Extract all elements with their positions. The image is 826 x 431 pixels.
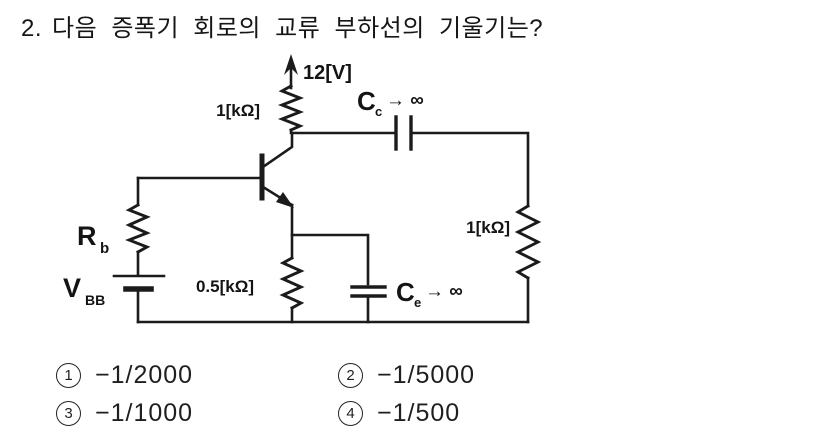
choice-4[interactable]: 4 −1/500 — [338, 399, 460, 428]
question-text: 다음 증폭기 회로의 교류 부하선의 기울기는? — [52, 15, 544, 42]
load-resistor — [514, 204, 542, 280]
coupling-cap-label: C c → ∞ — [357, 86, 424, 119]
load-resistor-label: 1[kΩ] — [466, 218, 510, 237]
question-number: 2. — [21, 15, 43, 42]
supply-arrow — [284, 54, 298, 90]
choice-2-marker: 2 — [338, 363, 363, 388]
supply-voltage-label: 12[V] — [303, 62, 352, 84]
collector-resistor-label: 1[kΩ] — [216, 101, 260, 120]
base-resistor-label: R b — [77, 221, 109, 257]
choice-1[interactable]: 1 −1/2000 — [56, 361, 193, 390]
choice-3-label: −1/1000 — [95, 399, 194, 427]
svg-text:e: e — [414, 295, 421, 310]
choice-4-marker: 4 — [338, 401, 363, 426]
base-resistor — [124, 203, 151, 254]
svg-text:→ ∞: → ∞ — [425, 281, 463, 302]
collector-resistor — [277, 84, 305, 132]
emitter-resistor — [279, 256, 305, 310]
svg-text:C: C — [357, 86, 376, 116]
svg-text:c: c — [375, 104, 382, 119]
choice-2[interactable]: 2 −1/5000 — [338, 361, 475, 390]
svg-text:b: b — [100, 240, 109, 257]
base-supply-label: V BB — [63, 273, 105, 308]
svg-text:V: V — [63, 273, 81, 303]
question-title: 2. 다음 증폭기 회로의 교류 부하선의 기울기는? — [21, 8, 543, 43]
bypass-cap-label: C e → ∞ — [396, 277, 463, 310]
bypass-capacitor — [350, 285, 387, 298]
coupling-capacitor — [394, 115, 413, 151]
svg-text:BB: BB — [85, 292, 105, 308]
svg-text:R: R — [77, 221, 97, 251]
choice-3-marker: 3 — [56, 401, 81, 426]
emitter-resistor-label: 0.5[kΩ] — [196, 277, 254, 296]
choice-1-label: −1/2000 — [95, 361, 194, 389]
choice-1-marker: 1 — [56, 363, 81, 388]
svg-text:→ ∞: → ∞ — [386, 90, 424, 111]
battery-vbb — [112, 274, 166, 292]
choice-3[interactable]: 3 −1/1000 — [56, 399, 193, 428]
svg-text:C: C — [396, 277, 415, 307]
transistor — [259, 131, 294, 208]
choice-4-label: −1/500 — [377, 399, 461, 427]
choice-2-label: −1/5000 — [377, 361, 476, 389]
circuit-wires — [136, 128, 530, 324]
